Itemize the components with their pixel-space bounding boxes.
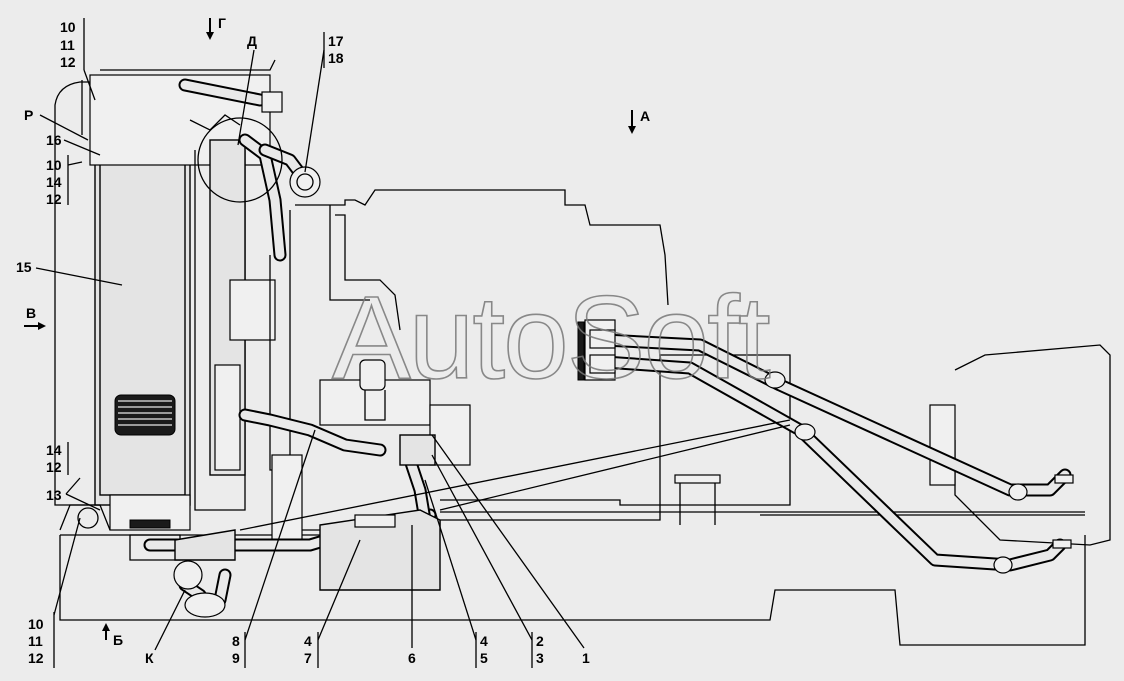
callout-16: 16 bbox=[46, 132, 62, 148]
callout-6: 6 bbox=[408, 650, 416, 666]
top-intake bbox=[178, 78, 321, 262]
callout-13: 13 bbox=[46, 487, 62, 503]
callout-11-top: 11 bbox=[60, 37, 75, 53]
view-v-label: В bbox=[26, 305, 36, 321]
callout-17: 17 bbox=[328, 33, 344, 49]
view-r-label: Р bbox=[24, 107, 33, 123]
callout-14-low: 14 bbox=[46, 442, 62, 458]
watermark-text: AutoSoft bbox=[332, 272, 770, 404]
view-a-label: А bbox=[640, 108, 650, 124]
callout-7: 7 bbox=[304, 650, 312, 666]
callout-12-top: 12 bbox=[60, 54, 76, 70]
callout-4-left: 4 bbox=[304, 633, 312, 649]
view-k-label: К bbox=[145, 650, 154, 666]
view-g-label: Г bbox=[218, 15, 226, 31]
gearbox-unit bbox=[929, 344, 1111, 546]
callout-12-low: 12 bbox=[46, 459, 62, 475]
callout-10-bottom: 10 bbox=[28, 616, 44, 632]
callout-14-mid: 14 bbox=[46, 174, 62, 190]
chassis-frame bbox=[59, 511, 1086, 646]
callout-1: 1 bbox=[582, 650, 590, 666]
callout-10-mid: 10 bbox=[46, 157, 62, 173]
callout-9: 9 bbox=[232, 650, 240, 666]
view-markers: Г Д А В Б Р К bbox=[24, 15, 650, 666]
callout-10-top: 10 bbox=[60, 19, 76, 35]
view-d-label: Д bbox=[247, 33, 257, 49]
fan-shroud bbox=[194, 139, 303, 546]
support-stand bbox=[239, 419, 791, 531]
callout-11-bottom: 11 bbox=[28, 633, 43, 649]
callout-labels: 10 11 12 17 18 16 10 14 12 15 14 12 13 1… bbox=[16, 18, 590, 668]
pipe-8-9 bbox=[238, 408, 387, 457]
callout-4-right: 4 bbox=[480, 633, 488, 649]
callout-8: 8 bbox=[232, 633, 240, 649]
callout-2: 2 bbox=[536, 633, 544, 649]
callout-18: 18 bbox=[328, 50, 344, 66]
callout-12-bottom: 12 bbox=[28, 650, 44, 666]
callout-12-mid: 12 bbox=[46, 191, 62, 207]
thermostat-housing bbox=[319, 359, 441, 591]
hydraulic-lines bbox=[577, 321, 1074, 574]
callout-3: 3 bbox=[536, 650, 544, 666]
callout-15: 15 bbox=[16, 259, 32, 275]
callout-5: 5 bbox=[480, 650, 488, 666]
view-b-label: Б bbox=[113, 632, 123, 648]
